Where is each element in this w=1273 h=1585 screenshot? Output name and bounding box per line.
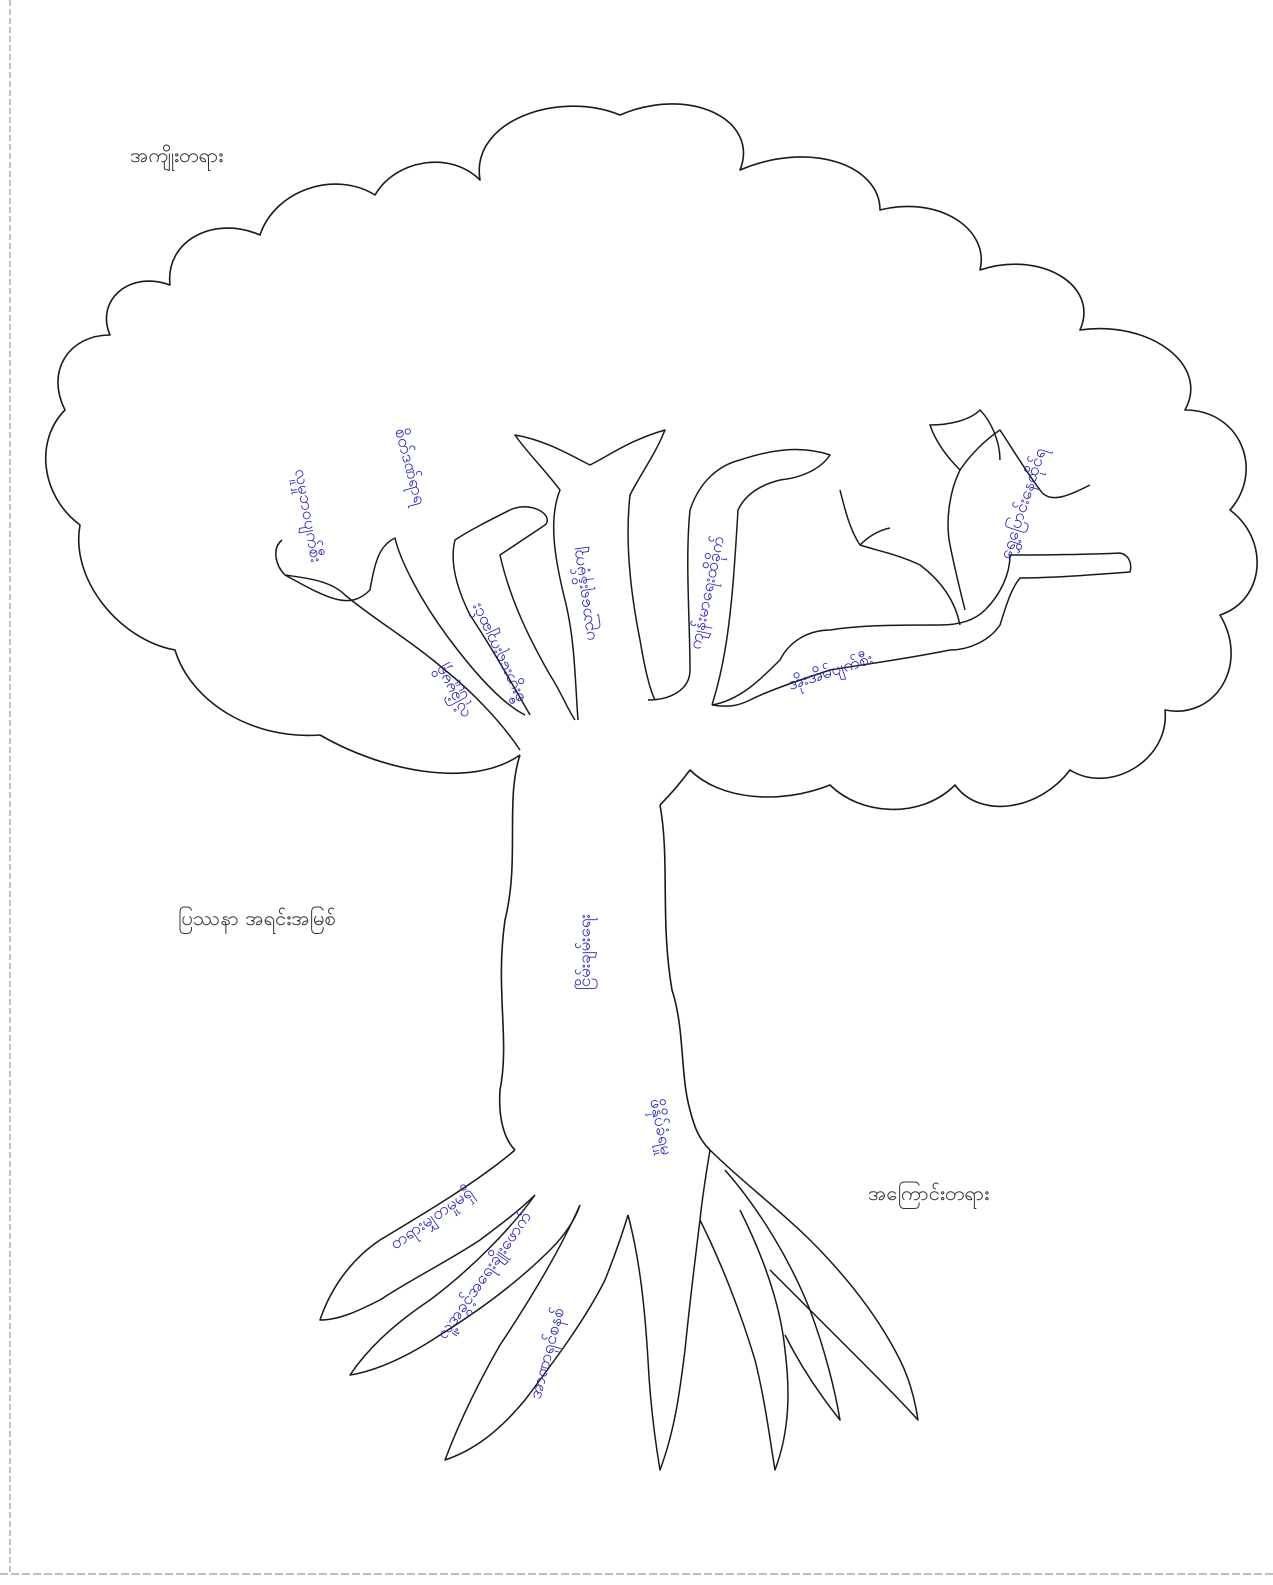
branch-note: စိတ်ဒဏ်ရာရ: [387, 426, 430, 509]
branch-note: ပညာရေးနိမ့်ကျ: [567, 546, 603, 643]
trunk-note: ငြိမ်းချမ်းရေး: [574, 914, 598, 990]
branch-note: လူမှုဘဝပျက်စီး: [287, 467, 326, 564]
roots-label: အကြောင်းတရား: [868, 1181, 989, 1209]
tree-trunk-outline-right: [660, 805, 710, 1150]
root-note: တရားမျှတမှုမရှိ: [386, 1182, 478, 1256]
branch-note: အိုးအိမ်ပျက်စီး: [785, 648, 876, 697]
root-note: အာဏာရှင်စနစ်: [526, 1305, 573, 1402]
fruits-label: အကျိုးတရား: [130, 143, 223, 171]
trunk-side-label: ပြဿနာ အရင်းအမြစ်: [178, 906, 336, 934]
branch-note: ရွှေ့ပြောင်းနေထိုင်ရ: [994, 443, 1054, 562]
tree-trunk-outline-left: [500, 755, 520, 1150]
branch-note: စီးပွားရေးကျဆင်း: [466, 599, 532, 706]
root-outlines: [320, 1150, 918, 1470]
root-notes: တရားမျှတမှုမရှိ လူ့အခွင့်အရေးချိုးဖောက် …: [386, 1097, 676, 1402]
branch-notes: လုံခြုံမှုမရှိ စီးပွားရေးကျဆင်း ပညာရေးနိ…: [287, 426, 1054, 723]
root-note: ဖိနှိပ်ခံရမှု: [642, 1097, 676, 1158]
branch-note: ကျန်းမာရေးထိခိုက်: [685, 534, 731, 651]
